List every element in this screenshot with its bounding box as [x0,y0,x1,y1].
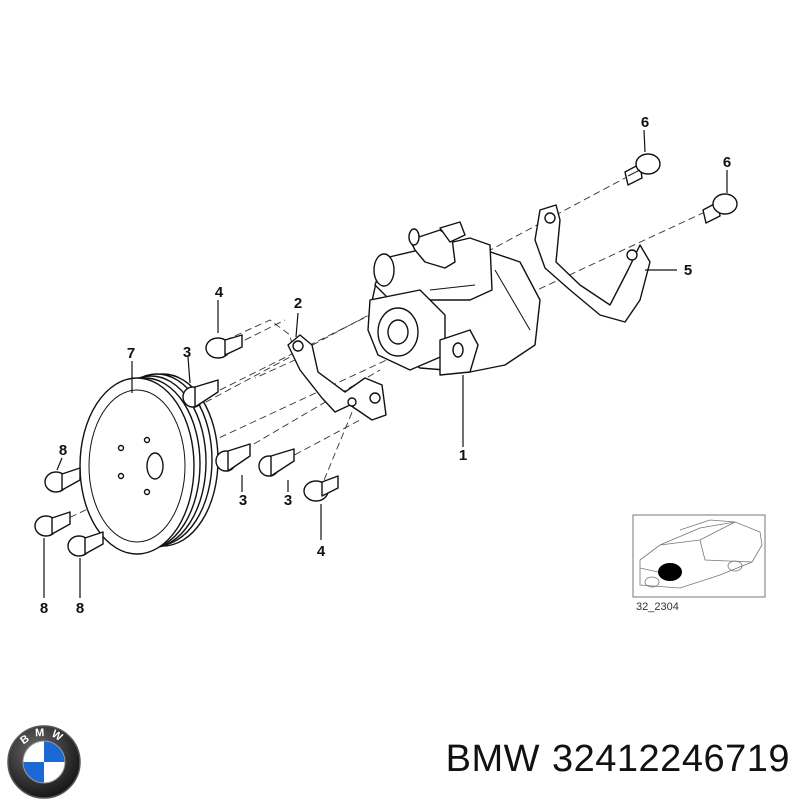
inset-code: 32_2304 [636,601,679,613]
bolt-6a [624,153,661,186]
callout-6a: 6 [641,114,649,131]
bolt-8c [67,531,104,557]
pulley-7 [79,373,219,555]
location-marker [658,563,682,581]
part-number: 32412246719 [552,738,790,780]
bracket-5 [534,204,651,323]
callout-5: 5 [684,262,692,279]
bolt-4-bottom [303,475,339,502]
footer-caption: BMW 32412246719 [410,738,790,781]
callout-8-top: 8 [59,442,67,459]
bolt-8b [34,511,71,537]
callout-2: 2 [294,295,302,312]
callout-3-top: 3 [183,344,191,361]
power-steering-pump-1 [367,221,541,376]
bmw-logo: BMW [7,725,81,799]
bolt-8a [44,467,81,493]
leader-lines [43,129,728,598]
callout-8-bottom-right: 8 [76,600,84,617]
bolt-3-mid-b [258,448,295,477]
callout-6b: 6 [723,154,731,171]
callout-4-bottom: 4 [317,543,326,560]
callout-4-top: 4 [215,284,224,301]
bolt-4-top [205,334,243,359]
car-sketch [639,519,763,589]
callout-8-bottom-left: 8 [40,600,48,617]
car-location-inset: 32_2304 [632,514,766,613]
bolt-3-mid-a [215,443,251,472]
bracket-2 [287,334,387,421]
callout-3-mid-a: 3 [239,492,247,509]
bolt-6b [702,193,738,224]
callout-3-mid-b: 3 [284,492,292,509]
callout-1: 1 [459,447,467,464]
brand-name: BMW [445,738,541,780]
bolt-3-top [182,379,219,408]
callout-7: 7 [127,345,135,362]
